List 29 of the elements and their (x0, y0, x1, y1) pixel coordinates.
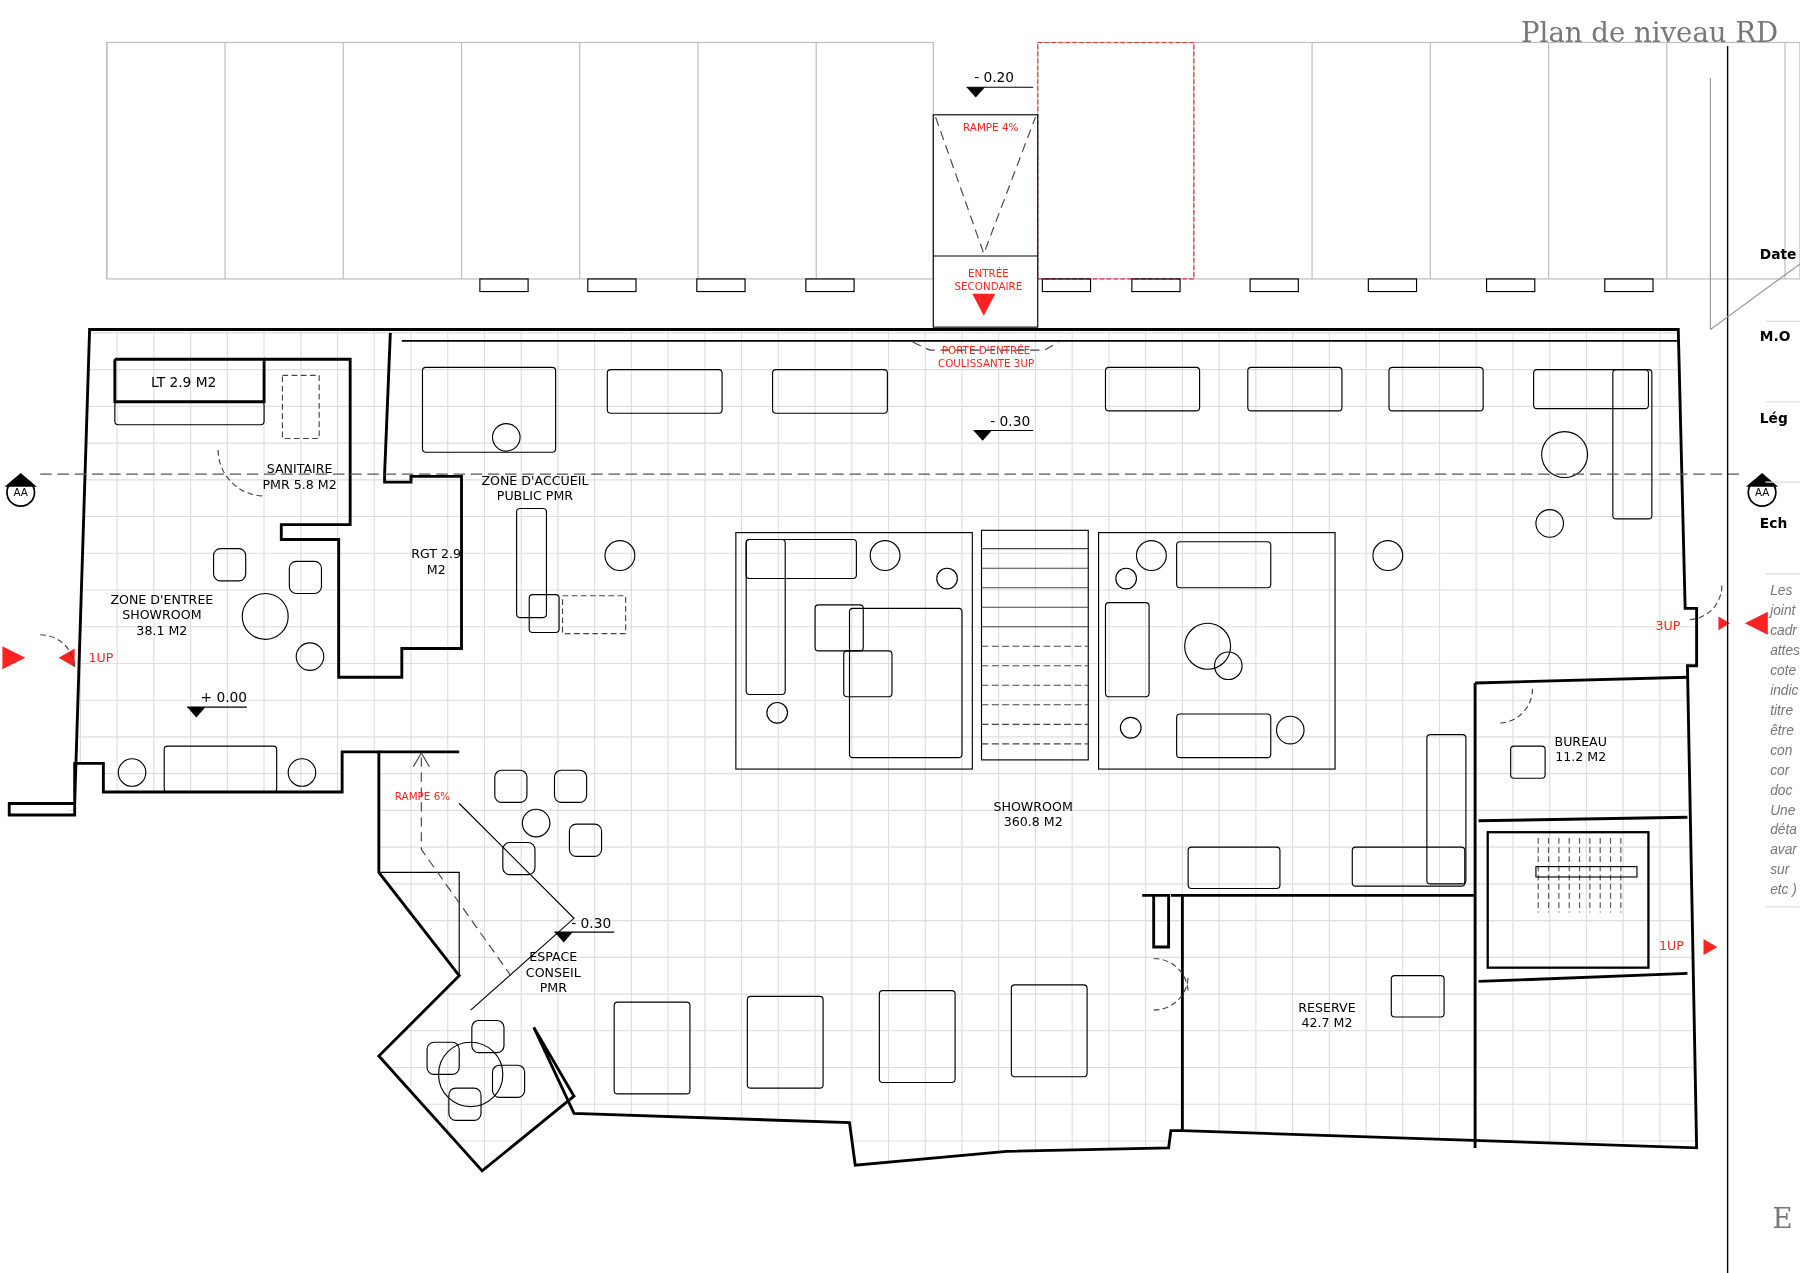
plan-title: Plan de niveau RD (1521, 16, 1780, 50)
title-block-field: Ech (1759, 515, 1795, 532)
room-label: ZONE D'ACCUEIL PUBLIC PMR (480, 472, 590, 504)
title-block-field: M.O (1759, 328, 1795, 345)
title-block-field: Date (1759, 245, 1795, 263)
level-label: - 0.30 (989, 413, 1032, 430)
note-text: Les joint cadr attes cote indic titre être con cor doc Une déta avar sur etc ) (1770, 581, 1800, 900)
room-label: SANITAIRE PMR 5.8 M2 (261, 461, 338, 492)
step-label: 1UP (1658, 937, 1685, 953)
title-block-field: Lég (1759, 409, 1795, 427)
door-label: PORTE D'ENTRÉE COULISSANTE 3UP (936, 344, 1036, 370)
room-label: ZONE D'ENTREE SHOWROOM 38.1 M2 (110, 592, 214, 638)
sheet-letter: E (1772, 1201, 1794, 1235)
section-label: AA (1753, 485, 1771, 498)
step-label: 1UP (87, 649, 115, 665)
step-label: 3UP (1654, 617, 1682, 633)
room-label: ESPACE CONSEIL PMR (524, 949, 582, 995)
room-label: BUREAU 11.2 M2 (1553, 733, 1608, 764)
level-label: + 0.00 (199, 688, 249, 706)
entrance-label: ENTRÉE SECONDAIRE (953, 267, 1024, 293)
room-label: RESERVE 42.7 M2 (1297, 999, 1357, 1031)
ramp-label: RAMPE 6% (393, 789, 451, 803)
room-label: RGT 2.9 M2 (410, 546, 463, 577)
ramp-label: RAMPE 4% (962, 120, 1020, 133)
room-label: LT 2.9 M2 (149, 374, 218, 391)
section-label: AA (12, 485, 29, 498)
level-label: - 0.20 (973, 68, 1016, 86)
room-label: SHOWROOM 360.8 M2 (992, 798, 1074, 830)
level-label: - 0.30 (570, 914, 613, 932)
